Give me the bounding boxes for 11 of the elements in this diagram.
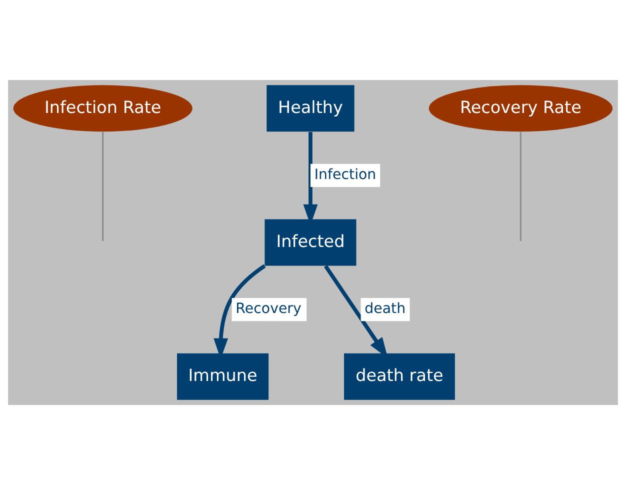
connector (520, 131, 522, 240)
node-box: Immune (177, 352, 269, 400)
edge-label: Recovery (236, 300, 302, 317)
node-box: death rate (344, 352, 455, 400)
node-box: Infected (264, 218, 356, 266)
connector (102, 131, 104, 240)
edge-label: Infection (314, 166, 376, 183)
node-box: Healthy (266, 84, 354, 132)
node-ellipse: Recovery Rate (428, 84, 613, 132)
edge-label: death (364, 300, 406, 317)
node-ellipse: Infection Rate (13, 84, 192, 132)
